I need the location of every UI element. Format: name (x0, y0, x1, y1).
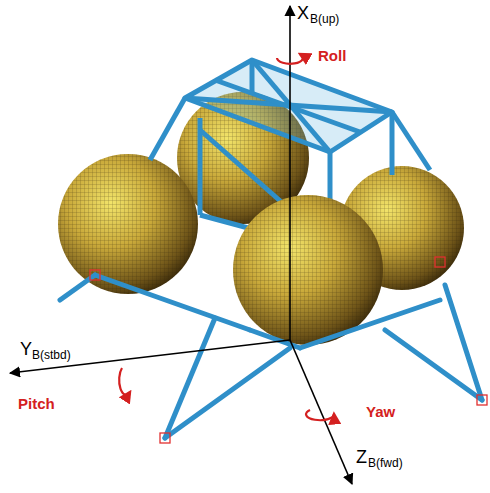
rotation-label: Roll (318, 48, 346, 63)
body-axes (10, 6, 352, 484)
tank-left (58, 154, 198, 294)
axis-subscript: B(fwd) (368, 457, 403, 469)
landing-legs (60, 275, 482, 438)
axis-label: X (297, 4, 309, 22)
axis-label: Z (356, 448, 367, 466)
foot-markers (90, 257, 487, 443)
axis-subscript: B(stbd) (32, 349, 71, 361)
axis-subscript: B(up) (310, 13, 339, 25)
rotation-label: Pitch (18, 396, 55, 411)
rotation-arrows (119, 54, 334, 420)
tank-front (233, 195, 383, 345)
axis-label: Y (20, 340, 32, 358)
rotation-label: Yaw (366, 404, 395, 419)
